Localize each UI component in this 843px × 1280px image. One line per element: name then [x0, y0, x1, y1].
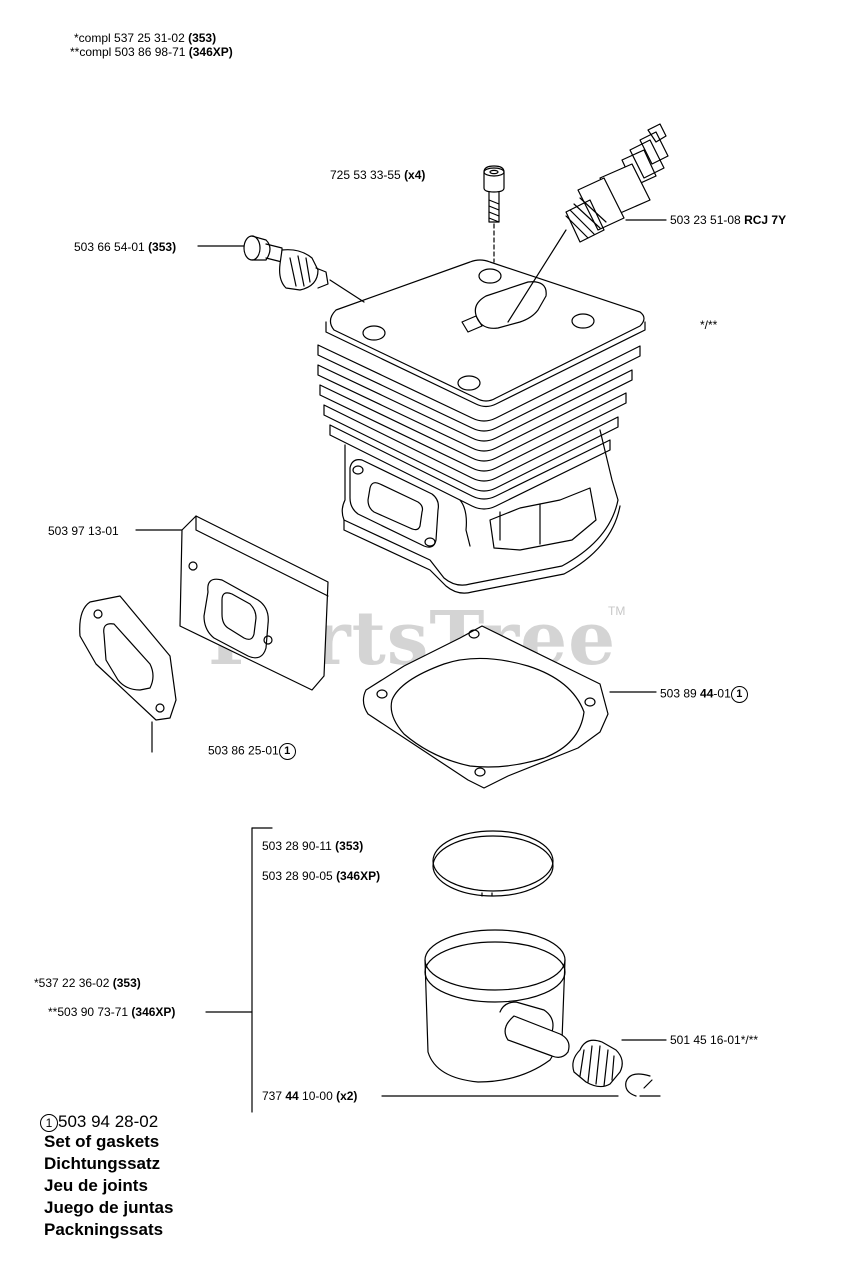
- cylinder-drawing: [317, 259, 646, 594]
- decompression-valve-drawing: [197, 235, 365, 303]
- spark-plug-drawing: [507, 123, 669, 323]
- label-spark-plug: 503 23 51-08 RCJ 7Y: [670, 213, 787, 227]
- legend-line-sv: Packningssats: [44, 1220, 164, 1239]
- label-piston-346xp: **503 90 73-71 (346XP): [48, 1005, 176, 1019]
- label-piston-ring-353: 503 28 90-11 (353): [262, 839, 364, 853]
- header-compl-353: *compl 537 25 31-02 (353): [74, 31, 217, 45]
- watermark-trademark: TM: [608, 604, 626, 618]
- label-cylinder-mark: */**: [700, 318, 718, 332]
- gasket-set-marker: 1: [278, 743, 296, 760]
- label-decompression-valve: 503 66 54-01 (353): [74, 240, 177, 254]
- label-intake-plate: 503 97 13-01: [48, 524, 119, 538]
- muffler-gasket-drawing: [79, 595, 177, 753]
- intake-plate-drawing: [135, 515, 329, 691]
- piston-drawing: [424, 929, 570, 1083]
- bolt-drawing: [483, 165, 505, 263]
- legend-line-fr: Jeu de joints: [44, 1176, 148, 1195]
- header-compl-346xp: **compl 503 86 98-71 (346XP): [70, 45, 233, 59]
- label-needle-bearing: 501 45 16-01*/**: [670, 1033, 759, 1047]
- needle-bearing-drawing: [572, 1039, 667, 1088]
- legend-line-es: Juego de juntas: [44, 1198, 174, 1217]
- legend-line-de: Dichtungssatz: [44, 1154, 161, 1173]
- label-bolt: 725 53 33-55 (x4): [330, 168, 426, 182]
- label-circlip: 737 44 10-00 (x2): [262, 1089, 358, 1103]
- circlip-drawing: [381, 1073, 661, 1097]
- gasket-set-marker: 1: [40, 1113, 58, 1132]
- label-piston-ring-346xp: 503 28 90-05 (346XP): [262, 869, 381, 883]
- piston-assembly-bracket: [205, 827, 273, 1113]
- label-piston-353: *537 22 36-02 (353): [34, 976, 141, 990]
- legend-line-en: Set of gaskets: [44, 1132, 160, 1151]
- base-gasket-drawing: [362, 625, 657, 789]
- piston-ring-drawing: [432, 830, 554, 897]
- gasket-set-marker: 1: [730, 686, 748, 703]
